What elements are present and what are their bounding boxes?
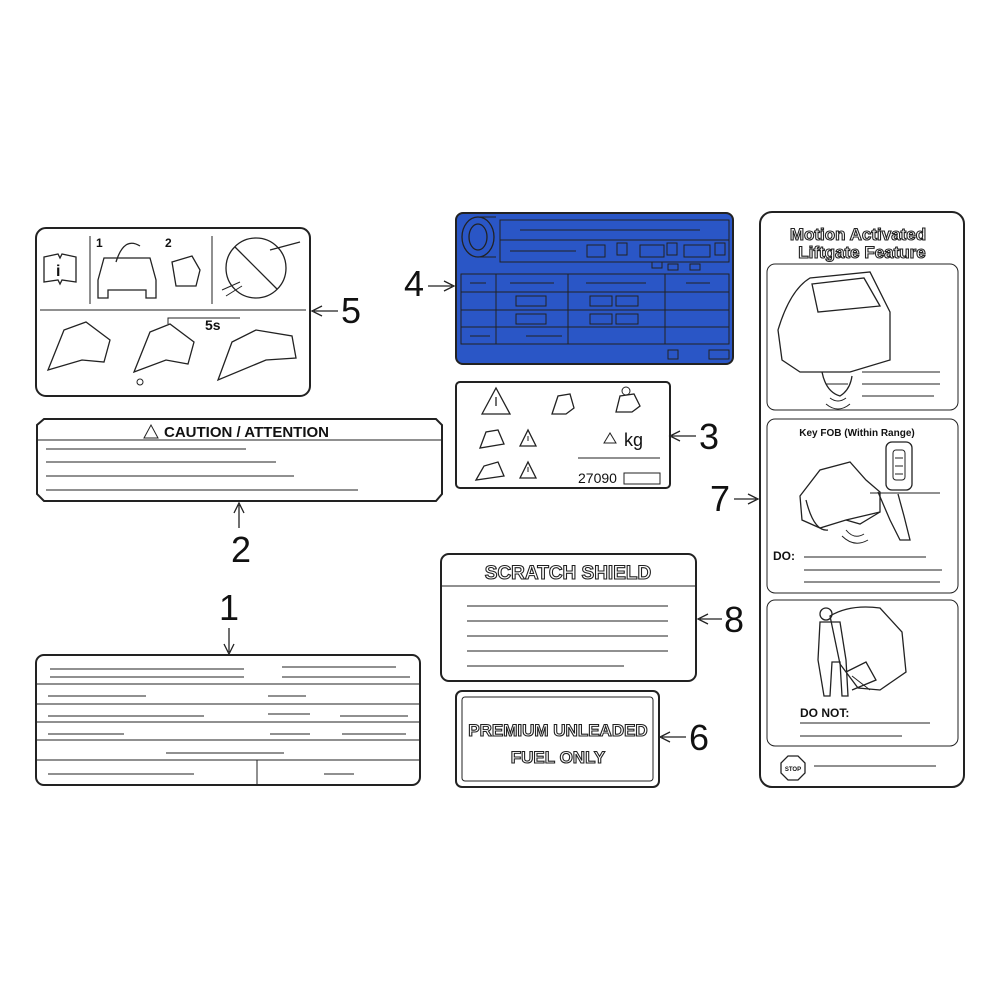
do-label: DO: bbox=[773, 549, 795, 563]
svg-text:i: i bbox=[56, 263, 60, 280]
step-one-label: 1 bbox=[96, 236, 103, 250]
callout-2: 2 bbox=[231, 501, 251, 570]
fuel-line-two: FUEL ONLY bbox=[511, 748, 606, 767]
callout-7: 7 bbox=[710, 478, 760, 519]
scratch-title: SCRATCH SHIELD bbox=[485, 563, 651, 584]
caution-label: CAUTION / ATTENTION bbox=[36, 418, 443, 502]
no-spray-icon bbox=[221, 237, 301, 299]
unit-label: kg bbox=[624, 430, 643, 450]
callout-8: 8 bbox=[696, 599, 744, 640]
callout-number-5: 5 bbox=[341, 290, 361, 331]
callout-number-7: 7 bbox=[710, 478, 730, 519]
liftgate-title-line-two: Liftgate Feature bbox=[798, 243, 926, 262]
nozzle-sequence-icon: 5s bbox=[46, 317, 297, 386]
fuel-line-one: PREMIUM UNLEADED bbox=[468, 721, 647, 740]
refuel-label: i 1 2 5s bbox=[35, 227, 311, 397]
tire-icon bbox=[461, 216, 496, 258]
callout-6: 6 bbox=[658, 717, 709, 758]
callout-number-1: 1 bbox=[219, 587, 239, 628]
refrigerant-code: 27090 bbox=[578, 470, 617, 486]
key-fob-icon bbox=[885, 441, 913, 491]
callout-number-4: 4 bbox=[404, 263, 424, 304]
fuel-label: PREMIUM UNLEADED FUEL ONLY bbox=[455, 690, 660, 788]
callout-4: 4 bbox=[404, 263, 456, 304]
callout-number-3: 3 bbox=[699, 416, 719, 457]
stop-sign-icon: STOP bbox=[780, 755, 806, 781]
liftgate-label: Motion Activated Liftgate Feature Key FO… bbox=[759, 211, 965, 788]
stop-sign-text: STOP bbox=[785, 767, 801, 773]
step-two-label: 2 bbox=[165, 236, 172, 250]
fuel-can-car-icon: 1 2 bbox=[96, 236, 201, 299]
callout-1: 1 bbox=[219, 587, 239, 656]
caution-title: CAUTION / ATTENTION bbox=[164, 424, 329, 441]
liftgate-open-illustration bbox=[777, 271, 940, 410]
tire-pressure-placard bbox=[455, 212, 734, 365]
scratch-shield-label: SCRATCH SHIELD bbox=[440, 553, 697, 682]
callout-number-6: 6 bbox=[689, 717, 709, 758]
incorrect-use-illustration bbox=[817, 606, 907, 697]
fob-heading: Key FOB (Within Range) bbox=[799, 428, 914, 439]
info-table-label bbox=[35, 654, 421, 786]
callout-5: 5 bbox=[310, 290, 361, 331]
liftgate-title-line-one: Motion Activated bbox=[790, 225, 926, 244]
kick-gesture-illustration bbox=[799, 461, 940, 544]
emissions-label: kg 27090 bbox=[455, 381, 671, 489]
callout-number-8: 8 bbox=[724, 599, 744, 640]
owner-manual-icon: i bbox=[43, 253, 77, 286]
callout-3: 3 bbox=[668, 416, 719, 457]
do-not-label: DO NOT: bbox=[800, 706, 849, 720]
wait-time-label: 5s bbox=[205, 317, 221, 333]
callout-number-2: 2 bbox=[231, 529, 251, 570]
